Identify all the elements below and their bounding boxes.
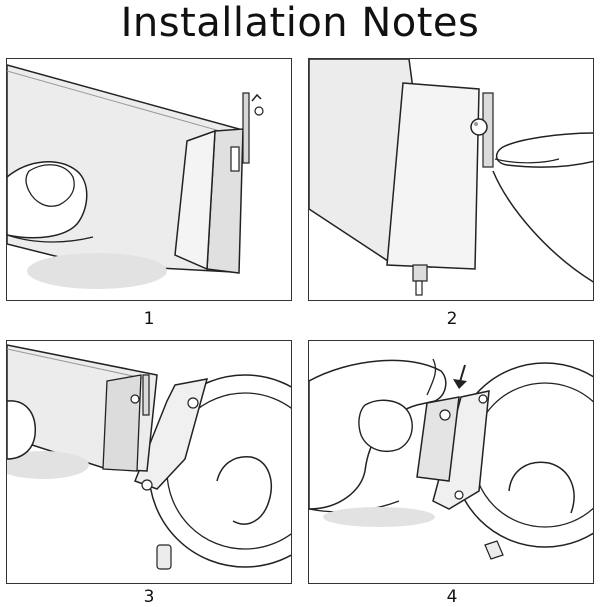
step-3-illustration (7, 344, 291, 570)
hand-shape (309, 359, 447, 510)
step-1-number: 1 (143, 309, 155, 329)
spring-bar (142, 374, 150, 416)
page-title: Installation Notes (120, 0, 480, 46)
finger-shape (7, 400, 36, 460)
step-1-panel (6, 58, 292, 301)
step-4-illustration (309, 358, 593, 560)
step-3-panel (6, 340, 292, 584)
step-2-illustration (309, 59, 593, 296)
step-4-panel (308, 340, 594, 584)
step-1-illustration (7, 64, 264, 289)
finger-shape (495, 132, 593, 168)
step-2-number: 2 (446, 309, 458, 329)
step-4-number: 4 (446, 587, 458, 607)
spring-bar-pin (242, 92, 250, 164)
bottom-pin (412, 264, 428, 282)
thumb-shape (7, 161, 88, 239)
thumb-shape (358, 399, 413, 453)
step-3-number: 3 (143, 587, 155, 607)
step-2-panel (308, 58, 594, 301)
